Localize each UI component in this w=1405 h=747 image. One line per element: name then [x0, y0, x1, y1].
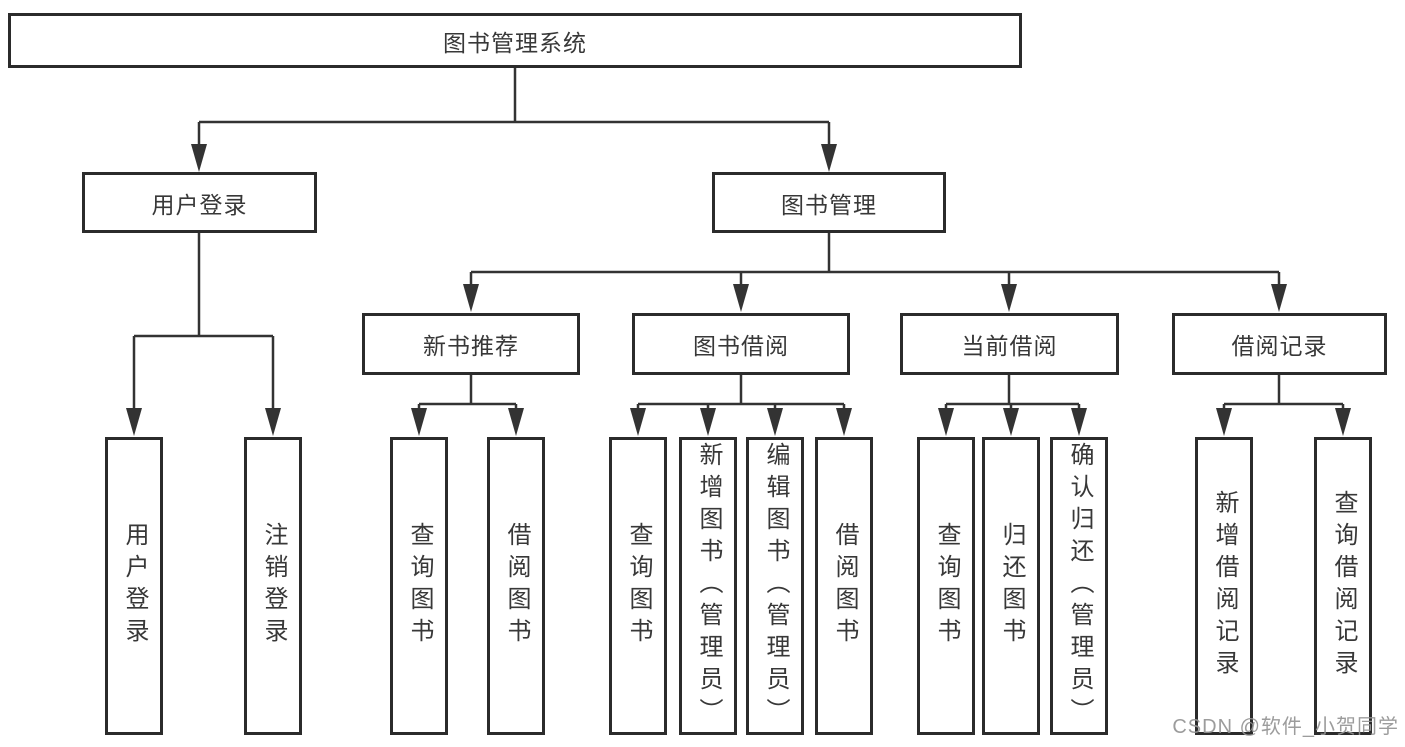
node-library-management-system: 图书管理系统: [8, 13, 1022, 68]
leaf-query-borrow-record: 查询借阅记录: [1314, 437, 1372, 735]
node-current-borrowing: 当前借阅: [900, 313, 1119, 375]
node-borrowing-records: 借阅记录: [1172, 313, 1387, 375]
leaf-borrow-books: 借阅图书: [815, 437, 873, 735]
arrowheads: [126, 144, 1351, 436]
leaf-query-books-recommend: 查询图书: [390, 437, 448, 735]
leaf-confirm-return-admin: 确认归还（管理员）: [1050, 437, 1108, 735]
node-new-book-recommendation: 新书推荐: [362, 313, 580, 375]
leaf-edit-book-admin: 编辑图书（管理员）: [746, 437, 804, 735]
node-book-management-branch: 图书管理: [712, 172, 946, 233]
leaf-borrow-books-recommend: 借阅图书: [487, 437, 545, 735]
leaf-return-books: 归还图书: [982, 437, 1040, 735]
leaf-query-books-borrow: 查询图书: [609, 437, 667, 735]
leaf-user-login: 用户登录: [105, 437, 163, 735]
csdn-watermark: CSDN @软件_小贺同学: [1172, 716, 1399, 738]
leaf-logout: 注销登录: [244, 437, 302, 735]
leaf-add-book-admin: 新增图书（管理员）: [679, 437, 737, 735]
node-book-borrowing: 图书借阅: [632, 313, 850, 375]
node-user-login-branch: 用户登录: [82, 172, 317, 233]
leaf-query-books-current: 查询图书: [917, 437, 975, 735]
leaf-add-borrow-record: 新增借阅记录: [1195, 437, 1253, 735]
